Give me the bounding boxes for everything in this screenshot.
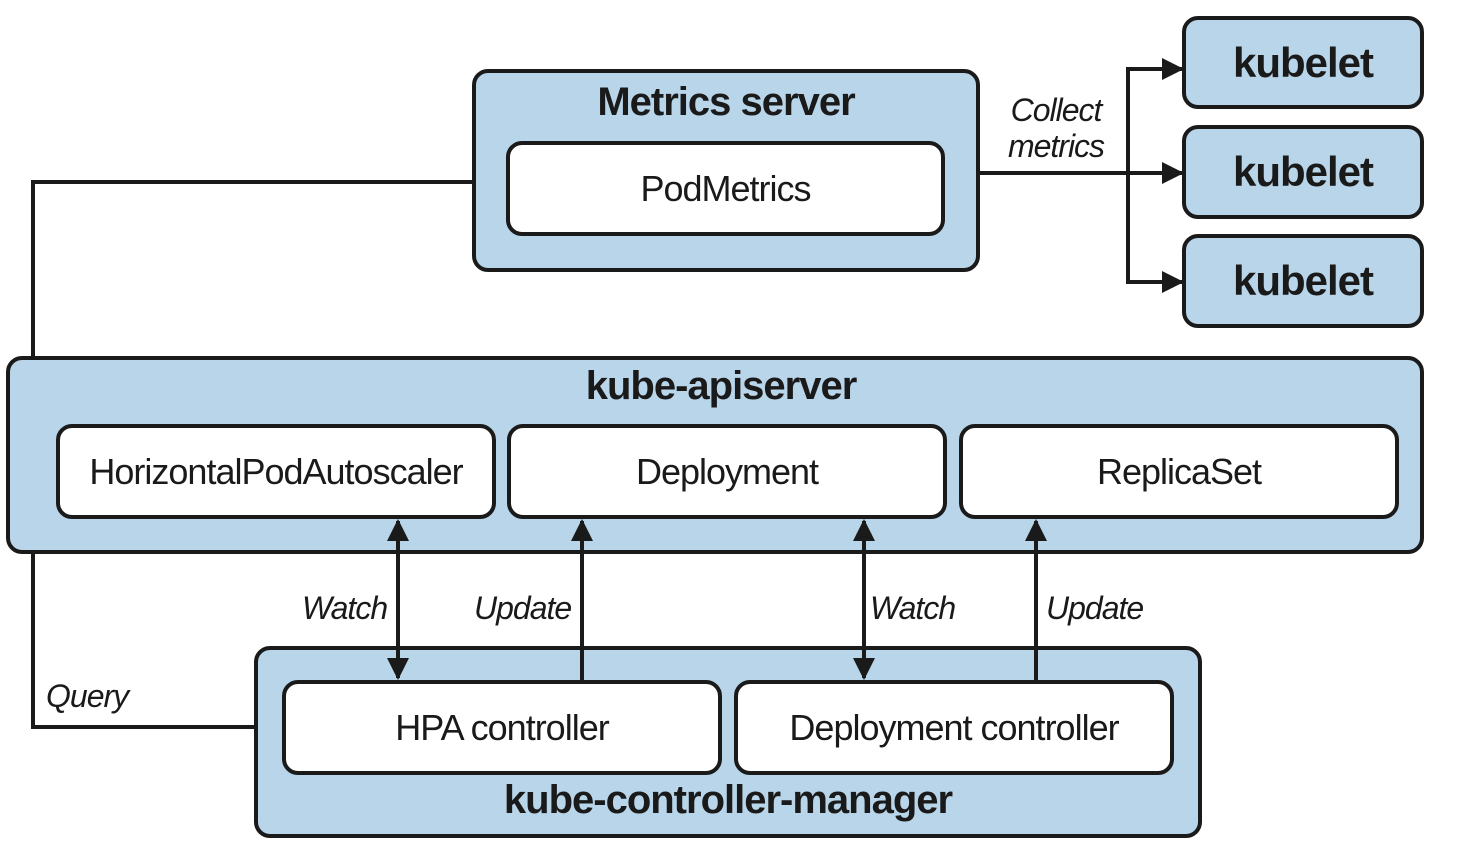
kube-controller-manager-title: kube-controller-manager xyxy=(503,778,953,822)
hpa-resource-box: HorizontalPodAutoscaler xyxy=(56,424,496,519)
update-replicaset-label: Update xyxy=(1046,590,1144,626)
deployment-resource-box: Deployment xyxy=(507,424,947,519)
update-deployment-label: Update xyxy=(474,590,572,626)
watch-hpa-label: Watch xyxy=(302,590,388,626)
kubelet-box-2: kubelet xyxy=(1182,125,1424,219)
replicaset-resource-box: ReplicaSet xyxy=(959,424,1399,519)
deployment-controller-box: Deployment controller xyxy=(734,680,1174,775)
pod-metrics-box: PodMetrics xyxy=(506,141,945,236)
kube-apiserver-title: kube-apiserver xyxy=(585,364,858,408)
kubelet-box-3: kubelet xyxy=(1182,234,1424,328)
watch-deployment-label: Watch xyxy=(870,590,956,626)
metrics-server-title: Metrics server xyxy=(597,80,855,124)
kubelet-box-1: kubelet xyxy=(1182,16,1424,109)
query-label: Query xyxy=(46,678,129,714)
hpa-controller-box: HPA controller xyxy=(282,680,722,775)
collect-label-line1: Collect xyxy=(1010,92,1103,128)
collect-metrics-label: Collect metrics xyxy=(1004,92,1108,164)
collect-label-line2: metrics xyxy=(1007,128,1105,164)
